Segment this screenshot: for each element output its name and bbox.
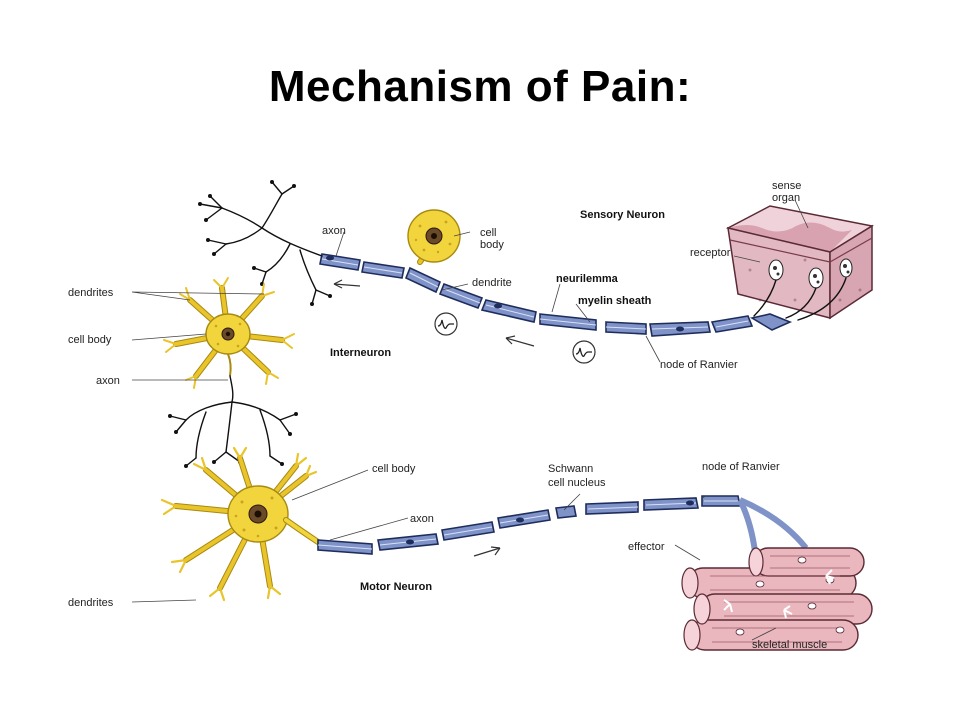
impulse-arrows [333,279,535,557]
skeletal-muscle [681,547,873,651]
interneuron-terminal-knobs [168,412,298,468]
label-skeletal-muscle: skeletal muscle [752,639,827,651]
sensory-neuron-axon [319,253,793,337]
label-axon-motor: axon [410,513,434,525]
label-axon-inter: axon [96,375,120,387]
label-myelin-sheath: myelin sheath [578,295,652,307]
label-node-ranvier-bottom: node of Ranvier [702,461,780,473]
label-motor-neuron: Motor Neuron [360,581,432,593]
label-schwann-2: cell nucleus [548,477,606,489]
label-dendrites-upper: dendrites [68,287,114,299]
diagram-labels: sense organ Sensory Neuron receptor axon… [68,180,827,651]
label-node-ranvier-top: node of Ranvier [660,359,738,371]
label-sense-1: sense [772,180,801,192]
label-cell-body-motor: cell body [372,463,416,475]
label-neurilemma: neurilemma [556,273,619,285]
label-sensory-neuron: Sensory Neuron [580,209,665,221]
interneuron [163,277,295,389]
axon-terminal-knobs [198,180,332,306]
motor-neuron-body [160,446,321,602]
sense-organ-block [725,205,875,321]
label-schwann-1: Schwann [548,463,593,475]
label-interneuron: Interneuron [330,347,391,359]
label-dendrites-lower: dendrites [68,597,114,609]
label-axon-top: axon [322,225,346,237]
interneuron-lower-branches [169,375,297,467]
sensory-cell-body [407,209,461,265]
label-cell-top-1: cell [480,227,497,239]
label-effector: effector [628,541,665,553]
label-cell-top-2: body [480,239,504,251]
interneuron-axon-terminals [199,181,331,305]
slide-title: Mechanism of Pain: [268,62,692,111]
label-dendrite: dendrite [472,277,512,289]
motor-end-plates [723,569,835,619]
action-potential-icons [434,312,596,364]
motor-neuron-axon [317,495,741,555]
label-sense-2: organ [772,192,800,204]
label-cell-body-inter: cell body [68,334,112,346]
label-receptor: receptor [690,247,731,259]
leader-lines [131,199,809,641]
